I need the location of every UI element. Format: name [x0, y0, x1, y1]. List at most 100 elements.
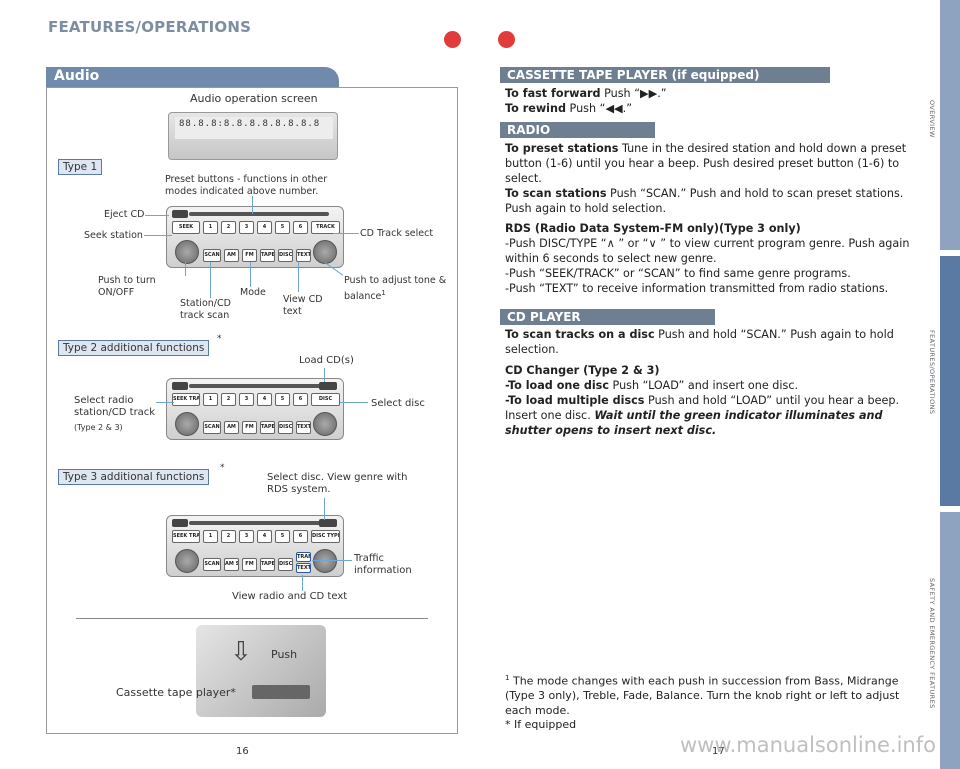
leader-presets	[252, 196, 253, 214]
cassette-label: Cassette tape player*	[116, 686, 236, 699]
scan-button[interactable]: SCAN	[203, 558, 221, 571]
scan-text: Push “SCAN.” Push and hold to scan prese…	[505, 187, 904, 215]
preset-3-button[interactable]: 3	[239, 393, 254, 406]
rewind-text: Push “◀◀.”	[569, 102, 633, 115]
disc-select-button[interactable]: DISC	[311, 393, 340, 406]
preset-4-button[interactable]: 4	[257, 393, 272, 406]
tune-knob[interactable]	[313, 549, 337, 573]
scan-tracks-label: To scan tracks on a disc	[505, 328, 655, 341]
head-unit-type2: SEEK TRACK 1 2 3 4 5 6 DISC SCAN AM FM T…	[166, 378, 344, 440]
side-label-overview: OVERVIEW	[928, 100, 936, 138]
text-button[interactable]: TEXT	[296, 249, 311, 262]
top-button-row: SEEK TRACK 1 2 3 4 5 6 DISC TYPE	[167, 530, 345, 544]
tape-button[interactable]: TAPE	[260, 421, 275, 434]
cd-instructions: To scan tracks on a disc Push and hold “…	[505, 327, 915, 357]
preset-6-button[interactable]: 6	[293, 393, 308, 406]
preset-buttons-note: Preset buttons - functions in other mode…	[165, 174, 328, 197]
lcd-readout: 88.8.8:8.8.8.8.8.8.8.8	[175, 117, 333, 139]
top-button-row: SEEK 1 2 3 4 5 6 TRACK	[167, 221, 345, 235]
preset-6-button[interactable]: 6	[293, 530, 308, 543]
footnote-1-mark: 1	[505, 674, 510, 682]
tape-button[interactable]: TAPE	[260, 558, 275, 571]
preset-2-button[interactable]: 2	[221, 221, 236, 234]
view-radio-cd-text-label: View radio and CD text	[232, 591, 348, 602]
am-sat-button[interactable]: AM SAT	[224, 558, 239, 571]
preset-5-button[interactable]: 5	[275, 393, 290, 406]
scan-button[interactable]: SCAN	[203, 421, 221, 434]
disc-type-button[interactable]: DISC TYPE	[311, 530, 340, 543]
leader-load	[324, 368, 325, 382]
eject-button[interactable]	[172, 210, 188, 218]
disc-button[interactable]: DISC	[278, 558, 293, 571]
preset-1-button[interactable]: 1	[203, 530, 218, 543]
text-button[interactable]: TEXT	[296, 563, 311, 573]
fm-button[interactable]: FM	[242, 558, 257, 571]
preset-2-button[interactable]: 2	[221, 530, 236, 543]
text-button[interactable]: TEXT	[296, 421, 311, 434]
load-button[interactable]	[319, 519, 337, 527]
load-button[interactable]	[319, 382, 337, 390]
type1-label: Type 1	[58, 159, 103, 175]
eject-button[interactable]	[172, 382, 188, 390]
seek-station-label: Seek station	[84, 230, 143, 241]
power-volume-knob[interactable]	[175, 240, 199, 264]
select-radio-note: (Type 2 & 3)	[74, 423, 123, 432]
am-button[interactable]: AM	[224, 249, 239, 262]
track-button[interactable]: TRACK	[311, 221, 340, 234]
seek-button[interactable]: SEEK	[172, 221, 200, 234]
load-multi-text: Push and hold “LOAD” until you hear a be…	[505, 394, 900, 422]
preset-4-button[interactable]: 4	[257, 530, 272, 543]
preset-2-button[interactable]: 2	[221, 393, 236, 406]
audio-panel	[46, 87, 458, 734]
cassette-instructions: To fast forward Push “▶▶.” To rewind Pus…	[505, 86, 915, 116]
cassette-push-label: Push	[271, 648, 298, 661]
rds-line-2: -Push “SEEK/TRACK” or “SCAN” to find sam…	[505, 267, 851, 280]
fm-button[interactable]: FM	[242, 421, 257, 434]
select-disc-genre-label: Select disc. View genre with RDS system.	[267, 472, 408, 495]
type3-asterisk: *	[220, 463, 225, 473]
tab-overview[interactable]	[940, 0, 960, 250]
tape-button[interactable]: TAPE	[260, 249, 275, 262]
tune-knob[interactable]	[313, 240, 337, 264]
disc-button[interactable]: DISC	[278, 421, 293, 434]
power-volume-knob[interactable]	[175, 412, 199, 436]
audio-screen-title: Audio operation screen	[190, 92, 318, 105]
preset-5-button[interactable]: 5	[275, 530, 290, 543]
preset-1-button[interactable]: 1	[203, 393, 218, 406]
section-divider	[76, 618, 428, 619]
power-volume-knob[interactable]	[175, 549, 199, 573]
registration-dot-right	[498, 31, 515, 48]
seek-track-button[interactable]: SEEK TRACK	[172, 393, 200, 406]
am-button[interactable]: AM	[224, 421, 239, 434]
preset-6-button[interactable]: 6	[293, 221, 308, 234]
top-button-row: SEEK TRACK 1 2 3 4 5 6 DISC	[167, 393, 345, 407]
rds-line-3: -Push “TEXT” to receive information tran…	[505, 282, 889, 295]
footnote-2: * If equipped	[505, 718, 577, 732]
preset-1-button[interactable]: 1	[203, 221, 218, 234]
watermark: www.manualsonline.info	[680, 733, 936, 757]
traf-button[interactable]: TRAF	[296, 552, 311, 562]
footnotes: 1 The mode changes with each push in suc…	[505, 671, 917, 733]
rds-title: RDS (Radio Data System-FM only)(Type 3 o…	[505, 222, 801, 235]
mode-label: Mode	[240, 287, 266, 298]
preset-3-button[interactable]: 3	[239, 530, 254, 543]
fm-button[interactable]: FM	[242, 249, 257, 262]
scan-button[interactable]: SCAN	[203, 249, 221, 262]
load-cd-label: Load CD(s)	[299, 355, 354, 366]
push-on-off-label: Push to turn ON/OFF	[98, 275, 156, 298]
scan-label: To scan stations	[505, 187, 607, 200]
tab-safety[interactable]	[940, 512, 960, 769]
seek-track-button[interactable]: SEEK TRACK	[172, 530, 200, 543]
leader-text	[298, 262, 299, 292]
leader-disc-genre	[324, 498, 325, 520]
side-tabs	[940, 0, 960, 769]
rewind-label: To rewind	[505, 102, 566, 115]
eject-button[interactable]	[172, 519, 188, 527]
footnote-1: The mode changes with each push in succe…	[505, 674, 900, 717]
preset-4-button[interactable]: 4	[257, 221, 272, 234]
preset-3-button[interactable]: 3	[239, 221, 254, 234]
tab-features-operations[interactable]	[940, 256, 960, 506]
tune-knob[interactable]	[313, 412, 337, 436]
preset-5-button[interactable]: 5	[275, 221, 290, 234]
disc-button[interactable]: DISC	[278, 249, 293, 262]
